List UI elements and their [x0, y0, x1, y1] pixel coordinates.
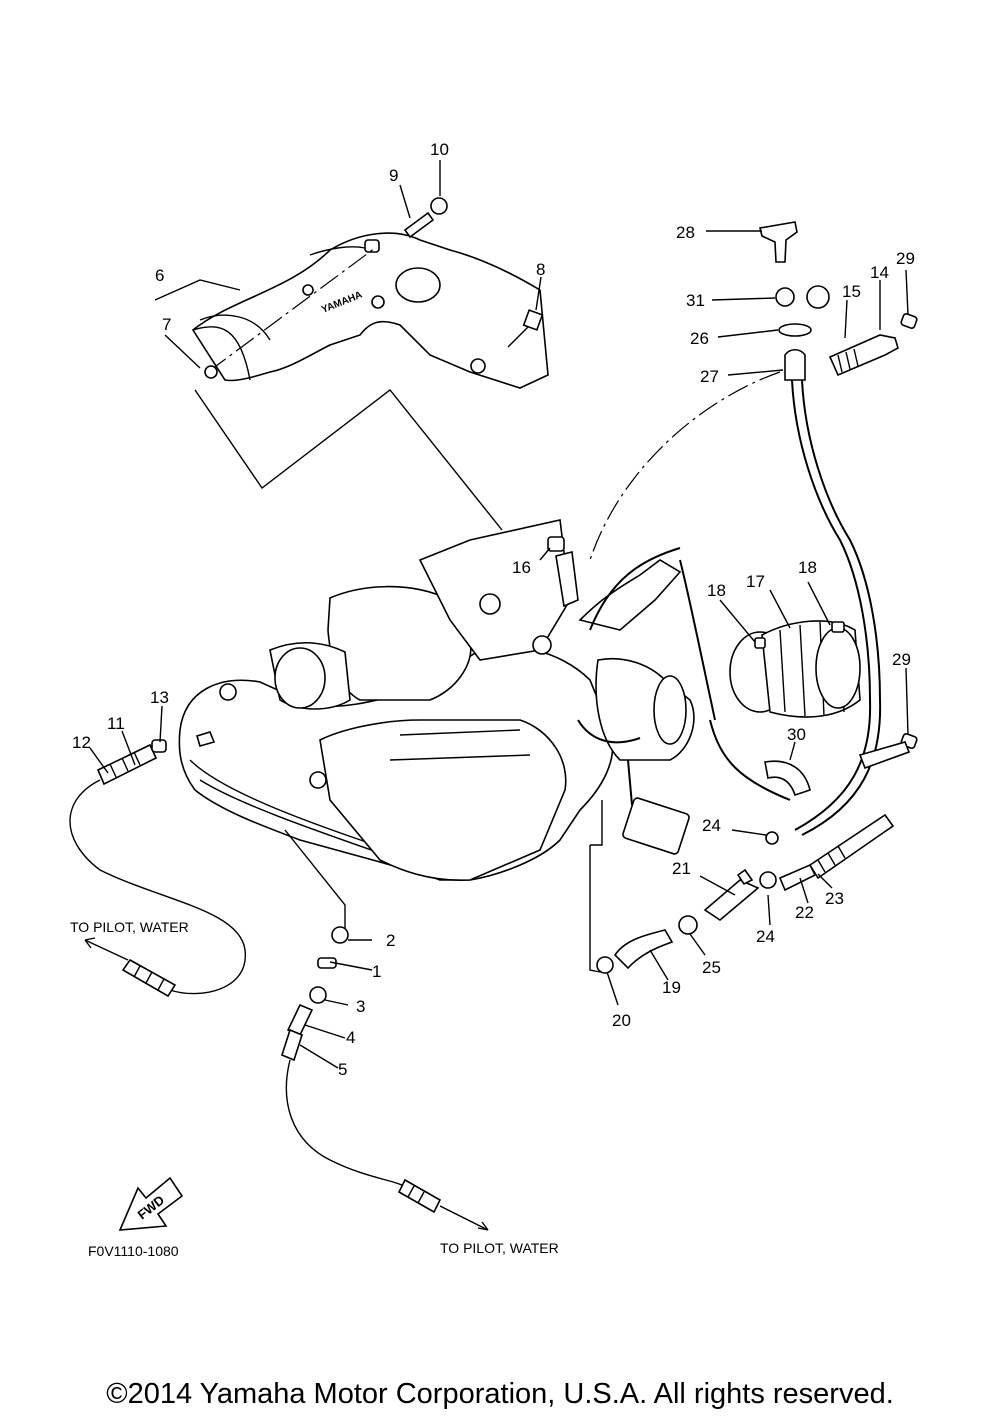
hose-assembly-left: [69, 731, 246, 998]
engine-cover: YAMAHA: [191, 232, 549, 389]
part-label-23: 23: [825, 889, 844, 908]
part-label-5: 5: [338, 1060, 347, 1079]
lower-right-fittings: [589, 800, 895, 974]
fittings-center-bottom: [281, 829, 489, 1231]
part-label-22: 22: [795, 903, 814, 922]
leader-line-cover: [194, 389, 503, 531]
part-label-30: 30: [787, 725, 806, 744]
part-label-4: 4: [346, 1028, 355, 1047]
part-label-6: 6: [155, 266, 164, 285]
part-label-24b: 24: [756, 927, 775, 946]
part-label-29b: 29: [892, 650, 911, 669]
fwd-arrow-icon: FWD: [118, 1176, 184, 1231]
figure-code: F0V1110-1080: [88, 1243, 179, 1259]
part-label-20: 20: [612, 1011, 631, 1030]
part-label-10: 10: [430, 140, 449, 159]
note-to-pilot-water-bottom: TO PILOT, WATER: [440, 1240, 559, 1256]
duct-parts: [547, 536, 861, 801]
part-label-11: 11: [107, 714, 125, 733]
part-label-18a: 18: [707, 581, 726, 600]
part-label-13: 13: [150, 688, 169, 707]
part-label-14: 14: [870, 263, 889, 282]
part-label-8: 8: [536, 260, 545, 279]
part-label-29a: 29: [896, 249, 915, 268]
part-label-1: 1: [372, 962, 381, 981]
part-label-26: 26: [690, 329, 709, 348]
part-label-18b: 18: [798, 558, 817, 577]
part-label-16: 16: [512, 558, 531, 577]
part-label-31: 31: [686, 291, 705, 310]
small-parts-top: [204, 197, 544, 379]
part-label-28: 28: [676, 223, 695, 242]
part-label-9: 9: [389, 166, 398, 185]
note-to-pilot-water-left: TO PILOT, WATER: [70, 919, 189, 935]
part-label-17: 17: [746, 572, 765, 591]
part-label-19: 19: [662, 978, 681, 997]
part-label-15: 15: [842, 282, 861, 301]
part-label-7: 7: [162, 315, 171, 334]
hose-route-line: [589, 371, 781, 561]
part-label-25: 25: [702, 958, 721, 977]
part-label-12: 12: [72, 733, 91, 752]
part-label-24a: 24: [702, 816, 721, 835]
engine-assembly: [178, 519, 695, 881]
part-labels: 1 2 3 4 5 6 7 8 9 10 11 12 13 14 15 16 1…: [72, 140, 915, 1079]
leader-line-6-7: [154, 279, 241, 369]
hose-assembly-right: [759, 221, 918, 836]
leader-lines: [89, 160, 909, 1069]
part-label-2: 2: [386, 931, 395, 950]
part-label-27: 27: [700, 367, 719, 386]
part-label-21: 21: [672, 859, 691, 878]
copyright-notice: ©2014 Yamaha Motor Corporation, U.S.A. A…: [106, 1378, 894, 1410]
part-label-3: 3: [356, 997, 365, 1016]
